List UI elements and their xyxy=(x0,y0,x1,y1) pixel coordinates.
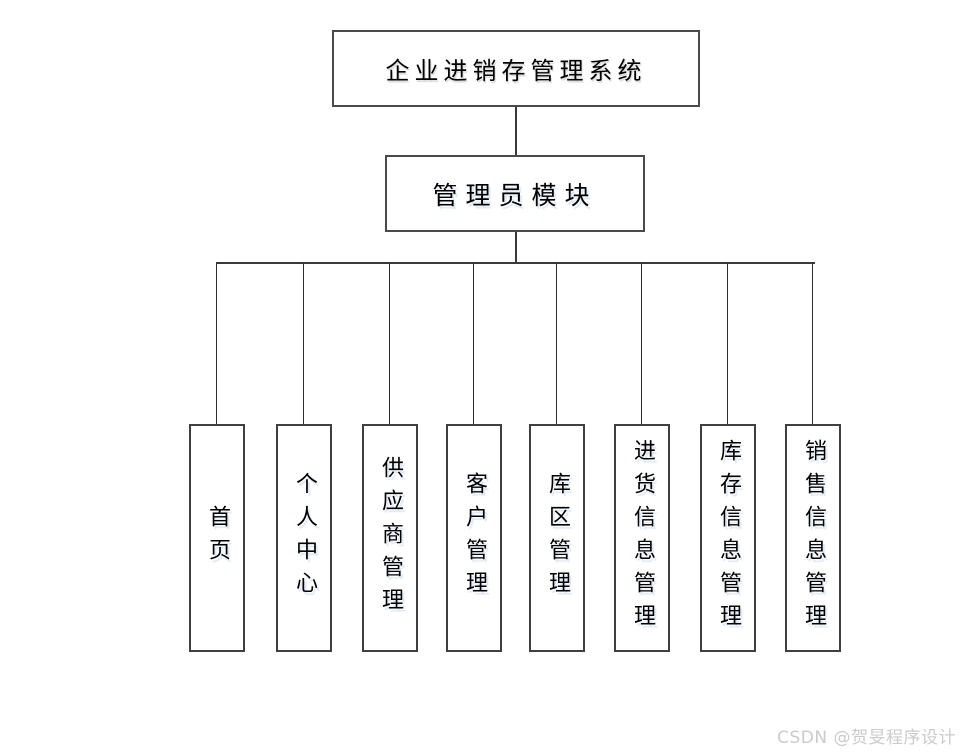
leaf-node-home: 首页 xyxy=(189,424,245,652)
leaf-label-inventory-info-management: 库存信息管理 xyxy=(716,439,741,637)
leaf-label-home: 首页 xyxy=(205,505,230,571)
admin-module-node: 管理员模块 xyxy=(385,155,645,232)
leaf-label-personal-center: 个人中心 xyxy=(292,472,317,604)
connector-drop-customer-mgmt xyxy=(473,263,474,424)
connector-admin-to-bus xyxy=(515,232,517,263)
leaf-label-customer-management: 客户管理 xyxy=(462,472,487,604)
admin-module-label: 管理员模块 xyxy=(432,180,598,210)
csdn-watermark: CSDN @贺旻程序设计 xyxy=(777,728,956,748)
leaf-node-personal-center: 个人中心 xyxy=(276,424,332,652)
connector-root-to-admin xyxy=(515,107,517,155)
root-node-system-title: 企业进销存管理系统 xyxy=(332,30,700,107)
connector-drop-inventory-info xyxy=(727,263,728,424)
root-node-label: 企业进销存管理系统 xyxy=(385,57,647,85)
connector-drop-warehouse-mgmt xyxy=(556,263,557,424)
leaf-label-sales-info-management: 销售信息管理 xyxy=(801,439,826,637)
leaf-node-warehouse-area-management: 库区管理 xyxy=(529,424,585,652)
leaf-node-inventory-info-management: 库存信息管理 xyxy=(700,424,756,652)
connector-drop-sales-info xyxy=(812,263,813,424)
leaf-node-supplier-management: 供应商管理 xyxy=(362,424,418,652)
leaf-node-customer-management: 客户管理 xyxy=(446,424,502,652)
leaf-node-sales-info-management: 销售信息管理 xyxy=(785,424,841,652)
connector-drop-purchase-info xyxy=(641,263,642,424)
connector-drop-home xyxy=(216,263,217,424)
leaf-node-purchase-info-management: 进货信息管理 xyxy=(614,424,670,652)
connector-drop-personal-center xyxy=(303,263,304,424)
connector-bus-line xyxy=(216,262,815,264)
connector-drop-supplier-mgmt xyxy=(389,263,390,424)
leaf-label-supplier-management: 供应商管理 xyxy=(378,455,403,621)
leaf-label-warehouse-area-management: 库区管理 xyxy=(545,472,570,604)
leaf-label-purchase-info-management: 进货信息管理 xyxy=(630,439,655,637)
